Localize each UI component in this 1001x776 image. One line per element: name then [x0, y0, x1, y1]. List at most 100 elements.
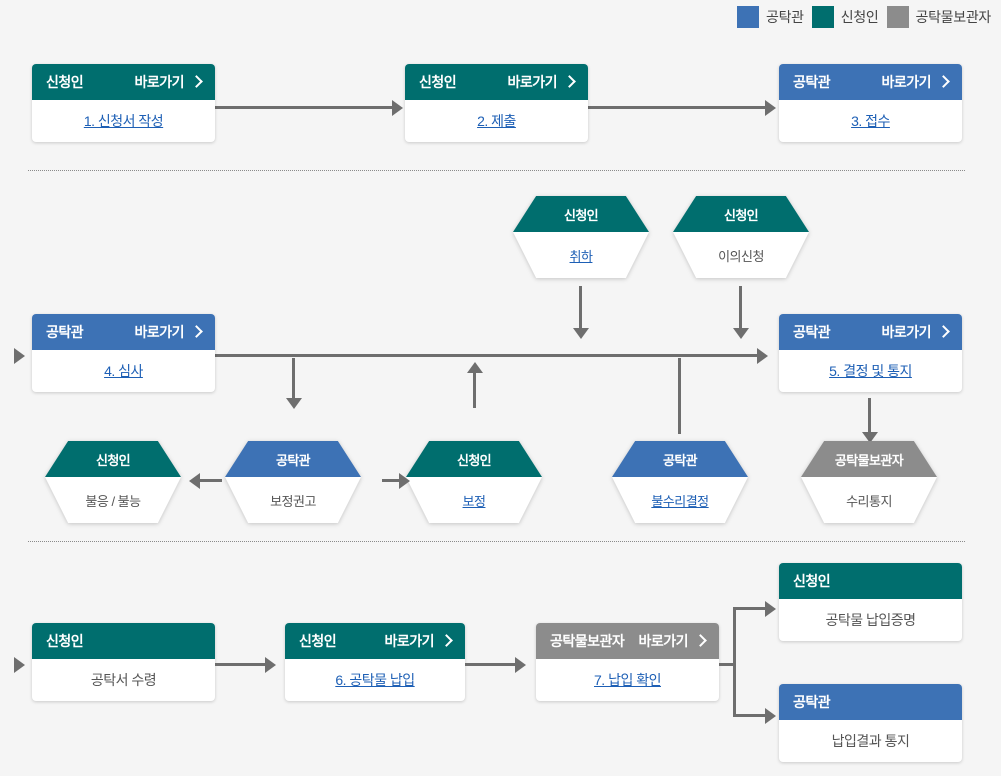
step-card-5-header[interactable]: 공탁관 바로가기	[779, 314, 962, 350]
branch-correction-advice-role: 공탁관	[275, 452, 311, 468]
branch-refuse-unable-label: 불응 / 불능	[85, 493, 141, 509]
branch-acceptance-notice: 공탁물보관자 수리통지	[801, 441, 937, 523]
connector-step4-correction-advice	[292, 358, 295, 400]
step-card-5-body: 5. 결정 및 통지	[779, 350, 962, 392]
legend-item-officer: 공탁관	[737, 6, 804, 28]
chevron-right-icon	[937, 325, 950, 338]
branch-correction[interactable]: 신청인 보정	[406, 441, 542, 523]
branch-correction-link[interactable]: 보정	[462, 493, 486, 509]
arrowhead-step1-step2	[392, 100, 403, 116]
step-card-3-body: 3. 접수	[779, 100, 962, 142]
step-card-receipt-header: 신청인	[32, 623, 215, 659]
step-card-7-goto[interactable]: 바로가기	[638, 631, 707, 651]
connector-correction-advice-refuse	[200, 479, 222, 482]
branch-acceptance-notice-role: 공탁물보관자	[834, 452, 904, 468]
section-divider-bottom	[28, 541, 965, 542]
connector-step2-step3	[588, 106, 768, 109]
step-card-1-goto-label: 바로가기	[134, 74, 184, 90]
step-card-2-goto-label: 바로가기	[507, 74, 557, 90]
branch-refuse-unable: 신청인 불응 / 불능	[45, 441, 181, 523]
step-card-result-notice-role: 공탁관	[793, 694, 831, 710]
step-card-3-role: 공탁관	[793, 74, 831, 90]
branch-correction-advice-body: 보정권고	[225, 477, 361, 523]
step-card-4-header[interactable]: 공탁관 바로가기	[32, 314, 215, 350]
step-card-4-link[interactable]: 4. 심사	[104, 363, 143, 379]
arrowhead-step2-step3	[765, 100, 776, 116]
step-card-proof: 신청인 공탁물 납입증명	[779, 563, 962, 641]
step-card-2[interactable]: 신청인 바로가기 2. 제출	[405, 64, 588, 142]
step-card-5-link[interactable]: 5. 결정 및 통지	[829, 363, 912, 379]
step-card-4-body: 4. 심사	[32, 350, 215, 392]
step-card-4-role: 공탁관	[46, 324, 84, 340]
step-card-2-link[interactable]: 2. 제출	[477, 113, 516, 129]
step-card-1-role: 신청인	[46, 74, 84, 90]
section-divider-top	[28, 170, 965, 171]
step-card-1-goto[interactable]: 바로가기	[134, 72, 203, 92]
step-card-5-role: 공탁관	[793, 324, 831, 340]
step-card-4[interactable]: 공탁관 바로가기 4. 심사	[32, 314, 215, 392]
step-card-3-goto[interactable]: 바로가기	[881, 72, 950, 92]
branch-withdraw-link[interactable]: 취하	[569, 248, 593, 264]
step-card-6-role: 신청인	[299, 633, 337, 649]
step-card-4-goto[interactable]: 바로가기	[134, 322, 203, 342]
legend: 공탁관 신청인 공탁물보관자	[737, 6, 991, 28]
legend-swatch-applicant	[811, 6, 834, 28]
branch-rejection[interactable]: 공탁관 불수리결정	[612, 441, 748, 523]
branch-objection-header: 신청인	[673, 196, 809, 232]
branch-objection-label: 이의신청	[718, 248, 764, 264]
arrowhead-step6-step7	[515, 657, 526, 673]
connector-split-to-proof	[733, 607, 768, 610]
step-card-3-link[interactable]: 3. 접수	[851, 113, 890, 129]
legend-label-officer: 공탁관	[766, 9, 804, 25]
connector-objection-down	[739, 286, 742, 330]
step-card-7-role: 공탁물보관자	[550, 633, 625, 649]
step-card-6-body: 6. 공탁물 납입	[285, 659, 465, 701]
step-card-3[interactable]: 공탁관 바로가기 3. 접수	[779, 64, 962, 142]
branch-acceptance-notice-label: 수리통지	[846, 493, 892, 509]
arrowhead-entry-step4	[14, 348, 25, 364]
step-card-5[interactable]: 공탁관 바로가기 5. 결정 및 통지	[779, 314, 962, 392]
step-card-1-header[interactable]: 신청인 바로가기	[32, 64, 215, 100]
arrowhead-entry-receipt	[14, 657, 25, 673]
legend-swatch-custodian	[886, 6, 909, 28]
step-card-2-header[interactable]: 신청인 바로가기	[405, 64, 588, 100]
branch-withdraw-header: 신청인	[513, 196, 649, 232]
chevron-right-icon	[937, 75, 950, 88]
connector-withdraw-down	[579, 286, 582, 330]
step-card-proof-body: 공탁물 납입증명	[779, 599, 962, 641]
step-card-1-link[interactable]: 1. 신청서 작성	[83, 113, 164, 129]
branch-correction-header: 신청인	[406, 441, 542, 477]
step-card-7-link[interactable]: 7. 납입 확인	[594, 672, 661, 688]
arrowhead-correction-advice-correction	[399, 473, 410, 489]
branch-objection: 신청인 이의신청	[673, 196, 809, 278]
connector-correction-up	[473, 366, 476, 408]
step-card-6-link[interactable]: 6. 공탁물 납입	[335, 672, 415, 688]
arrowhead-step4-correction-advice	[286, 398, 302, 409]
step-card-7-header[interactable]: 공탁물보관자 바로가기	[536, 623, 719, 659]
step-card-5-goto-label: 바로가기	[881, 324, 931, 340]
branch-withdraw[interactable]: 신청인 취하	[513, 196, 649, 278]
connector-step7-split-vertical	[733, 607, 736, 717]
step-card-1[interactable]: 신청인 바로가기 1. 신청서 작성	[32, 64, 215, 142]
branch-withdraw-role: 신청인	[563, 207, 599, 223]
chevron-right-icon	[190, 325, 203, 338]
step-card-proof-header: 신청인	[779, 563, 962, 599]
step-card-7[interactable]: 공탁물보관자 바로가기 7. 납입 확인	[536, 623, 719, 701]
connector-step1-step2	[215, 106, 395, 109]
step-card-6[interactable]: 신청인 바로가기 6. 공탁물 납입	[285, 623, 465, 701]
branch-correction-advice-header: 공탁관	[225, 441, 361, 477]
step-card-7-goto-label: 바로가기	[638, 633, 688, 649]
step-card-3-header[interactable]: 공탁관 바로가기	[779, 64, 962, 100]
branch-objection-body: 이의신청	[673, 232, 809, 278]
branch-acceptance-notice-body: 수리통지	[801, 477, 937, 523]
step-card-2-goto[interactable]: 바로가기	[507, 72, 576, 92]
step-card-6-goto[interactable]: 바로가기	[384, 631, 453, 651]
step-card-6-header[interactable]: 신청인 바로가기	[285, 623, 465, 659]
branch-refuse-unable-header: 신청인	[45, 441, 181, 477]
step-card-5-goto[interactable]: 바로가기	[881, 322, 950, 342]
arrowhead-step5-acceptance-notice	[862, 432, 878, 443]
branch-rejection-link[interactable]: 불수리결정	[651, 493, 709, 509]
step-card-receipt-body: 공탁서 수령	[32, 659, 215, 701]
chevron-right-icon	[563, 75, 576, 88]
chevron-right-icon	[694, 634, 707, 647]
